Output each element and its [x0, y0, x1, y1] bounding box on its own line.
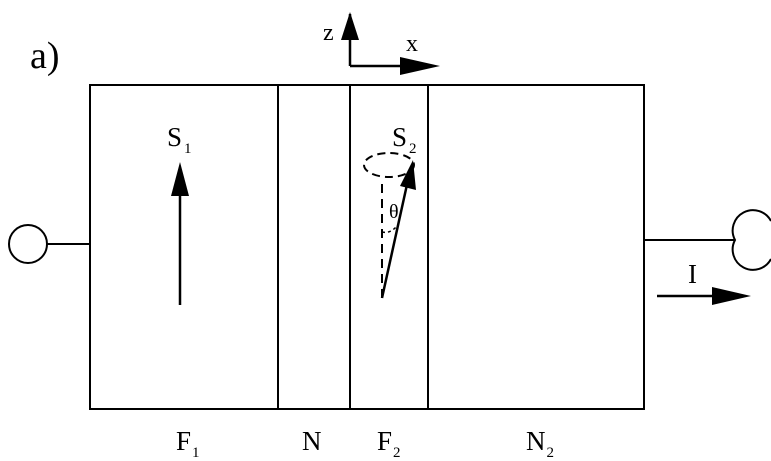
- current-arrowhead: [712, 287, 751, 305]
- theta-label: θ: [389, 201, 399, 223]
- coordinate-axes: z x: [323, 12, 440, 75]
- layer-labels: F1 N F2 N2: [176, 426, 554, 461]
- z-axis-arrowhead: [341, 12, 359, 40]
- layer-label-f1: F1: [176, 426, 200, 461]
- theta-angle-arc: [381, 225, 398, 234]
- x-axis-label: x: [406, 31, 418, 57]
- layer-label-n2: N2: [526, 426, 554, 461]
- x-axis-arrowhead: [400, 57, 440, 75]
- panel-label: a): [30, 35, 60, 77]
- device: [89, 84, 645, 410]
- s2-arrowhead: [400, 160, 416, 190]
- current-label: I: [688, 259, 697, 289]
- s1-arrowhead: [171, 162, 189, 196]
- layer-label-f2: F2: [377, 426, 401, 461]
- s2-arrow-shaft: [380, 179, 410, 299]
- right-terminal: [644, 209, 771, 271]
- left-contact-circle: [8, 224, 48, 264]
- layer-label-n: N: [302, 426, 322, 456]
- z-axis-label: z: [323, 20, 334, 46]
- s2-precession-cone: [363, 152, 415, 178]
- device-box: [89, 84, 645, 410]
- left-terminal: [8, 224, 90, 264]
- current-indicator: I: [657, 259, 751, 305]
